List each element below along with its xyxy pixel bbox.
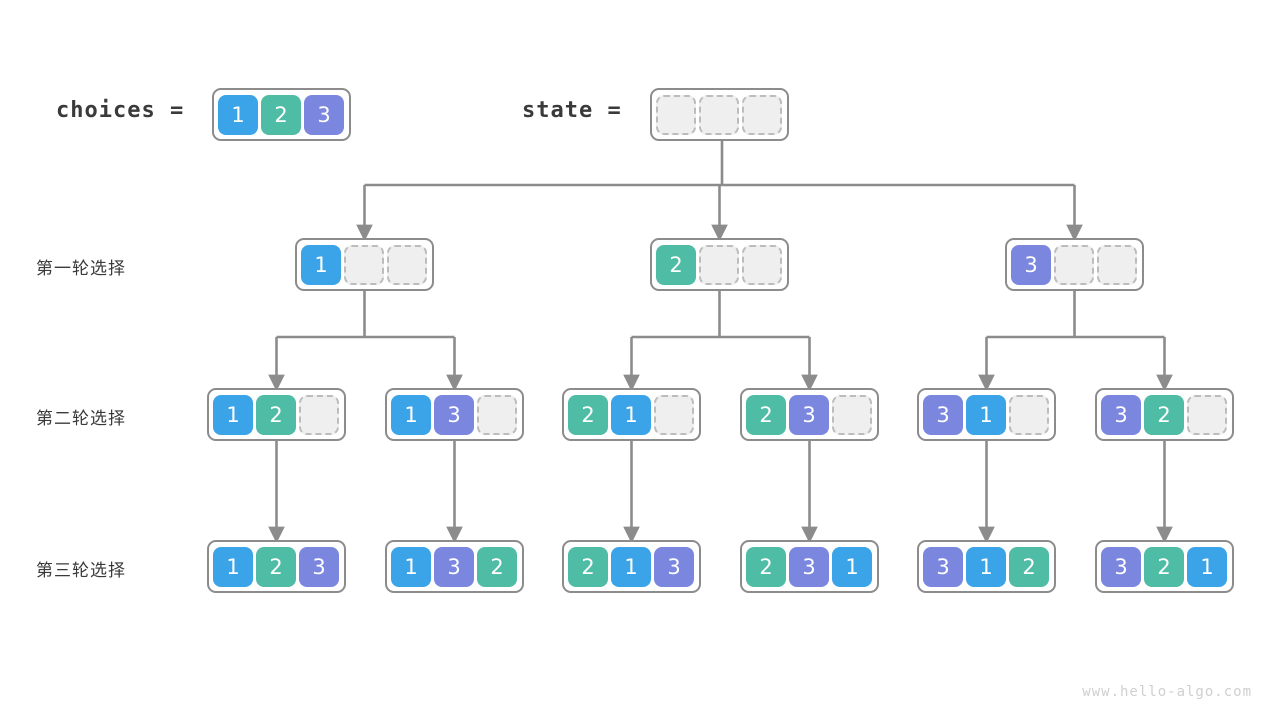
cell-value-3: 3 — [434, 546, 474, 587]
cell-empty — [699, 244, 739, 285]
state-node-L1-3: 3 — [1005, 238, 1144, 291]
cell-value-3: 3 — [304, 94, 344, 135]
row-label-3: 第三轮选择 — [36, 560, 126, 581]
cell-value-3: 3 — [299, 546, 339, 587]
state-node-L1-2: 2 — [650, 238, 789, 291]
cell-value-3: 3 — [789, 546, 829, 587]
cell-empty — [742, 244, 782, 285]
cell-value-3: 3 — [1101, 394, 1141, 435]
cell-value-1: 1 — [611, 546, 651, 587]
cell-value-2: 2 — [477, 546, 517, 587]
cell-value-2: 2 — [568, 546, 608, 587]
cell-value-2: 2 — [746, 394, 786, 435]
cell-empty — [387, 244, 427, 285]
cell-value-2: 2 — [568, 394, 608, 435]
cell-value-1: 1 — [611, 394, 651, 435]
cell-value-1: 1 — [1187, 546, 1227, 587]
watermark: www.hello-algo.com — [1082, 684, 1252, 700]
cell-value-1: 1 — [391, 394, 431, 435]
cell-empty — [699, 94, 739, 135]
cell-value-1: 1 — [832, 546, 872, 587]
cell-value-2: 2 — [256, 546, 296, 587]
cell-value-1: 1 — [391, 546, 431, 587]
cell-value-1: 1 — [218, 94, 258, 135]
cell-value-1: 1 — [301, 244, 341, 285]
cell-value-3: 3 — [434, 394, 474, 435]
cell-empty — [1054, 244, 1094, 285]
cell-value-2: 2 — [256, 394, 296, 435]
cell-value-3: 3 — [923, 546, 963, 587]
cell-empty — [1097, 244, 1137, 285]
cell-empty — [656, 94, 696, 135]
cell-value-3: 3 — [923, 394, 963, 435]
state-array — [650, 88, 789, 141]
cell-empty — [654, 394, 694, 435]
cell-value-2: 2 — [1144, 394, 1184, 435]
cell-empty — [832, 394, 872, 435]
cell-value-3: 3 — [789, 394, 829, 435]
cell-value-2: 2 — [746, 546, 786, 587]
cell-value-1: 1 — [966, 546, 1006, 587]
cell-value-3: 3 — [1101, 546, 1141, 587]
cell-value-1: 1 — [213, 394, 253, 435]
cell-empty — [1009, 394, 1049, 435]
cell-empty — [1187, 394, 1227, 435]
choices-label: choices = — [56, 98, 185, 123]
cell-empty — [299, 394, 339, 435]
cell-value-2: 2 — [656, 244, 696, 285]
cell-value-1: 1 — [966, 394, 1006, 435]
cell-empty — [344, 244, 384, 285]
cell-value-3: 3 — [654, 546, 694, 587]
state-node-L1-1: 1 — [295, 238, 434, 291]
row-label-1: 第一轮选择 — [36, 258, 126, 279]
cell-empty — [742, 94, 782, 135]
state-label: state = — [522, 98, 622, 123]
cell-value-1: 1 — [213, 546, 253, 587]
row-label-2: 第二轮选择 — [36, 408, 126, 429]
cell-value-3: 3 — [1011, 244, 1051, 285]
cell-value-2: 2 — [261, 94, 301, 135]
cell-value-2: 2 — [1144, 546, 1184, 587]
cell-value-2: 2 — [1009, 546, 1049, 587]
cell-empty — [477, 394, 517, 435]
